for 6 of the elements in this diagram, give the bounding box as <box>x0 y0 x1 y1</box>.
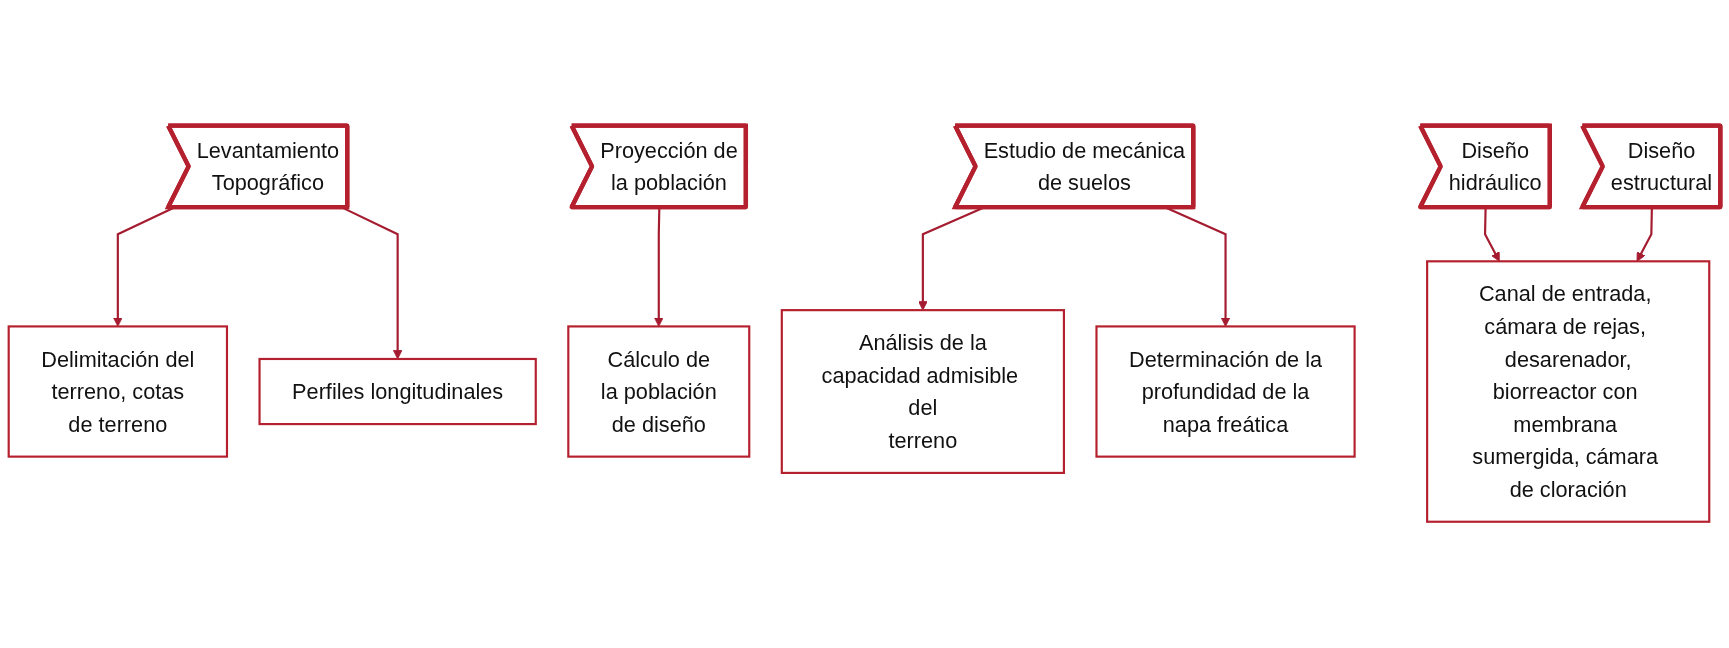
node-box: Cálculo de la población de diseño <box>567 325 751 458</box>
node-box: Delimitación del terreno, cotas de terreno <box>7 325 229 458</box>
node-box: Canal de entrada, cámara de rejas, desarenador, biorreactor con membrana sumergida, cámara de cloración <box>1426 260 1711 524</box>
node-box: Perfiles longitudinales <box>258 358 537 426</box>
node-box: Determinación de la profundidad de la napa freática <box>1095 325 1356 458</box>
node-box: Análisis de la capacidad admisible del terreno <box>780 309 1065 475</box>
